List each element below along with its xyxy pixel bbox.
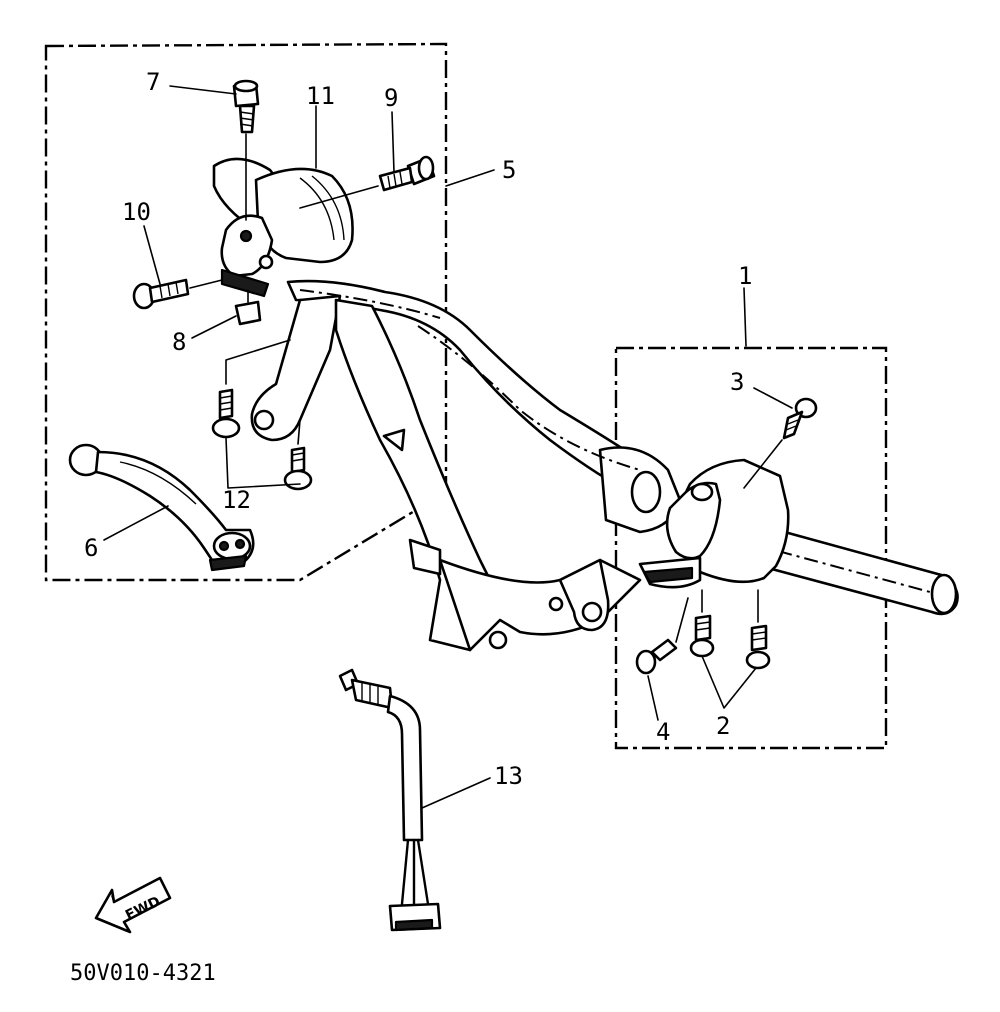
screw-10 — [132, 278, 223, 310]
leader-lines — [103, 85, 793, 809]
left-assembly-boundary — [44, 42, 448, 582]
callout-13: 13 — [494, 762, 523, 790]
callout-7: 7 — [146, 68, 160, 96]
handlebar-frame — [250, 279, 682, 652]
throttle-grip — [699, 526, 959, 616]
right-lever-holder — [638, 458, 790, 589]
callout-labels: 1 2 3 4 5 6 7 8 9 10 11 12 13 — [84, 68, 752, 790]
left-lever-holder — [212, 157, 354, 298]
callout-4: 4 — [656, 718, 670, 746]
callout-1: 1 — [738, 262, 752, 290]
screw-3 — [743, 397, 818, 489]
drawing-code: 50V010-4321 — [70, 961, 216, 986]
brake-switch-13 — [338, 668, 442, 932]
callout-11: 11 — [306, 82, 335, 110]
callout-2: 2 — [716, 712, 730, 740]
right-assembly-boundary — [614, 346, 888, 750]
callout-3: 3 — [730, 368, 744, 396]
callout-10: 10 — [122, 198, 151, 226]
callout-6: 6 — [84, 534, 98, 562]
bolts-12 — [211, 339, 313, 491]
callout-9: 9 — [384, 84, 398, 112]
bolt-9 — [299, 155, 436, 209]
screw-4 — [635, 597, 689, 675]
bolts-2 — [689, 589, 771, 670]
nut-8 — [234, 289, 262, 326]
callout-12: 12 — [222, 486, 251, 514]
callout-5: 5 — [502, 156, 516, 184]
brake-lever-6 — [68, 443, 255, 572]
callout-8: 8 — [172, 328, 186, 356]
forward-direction-arrow: FWD — [94, 876, 172, 934]
screw-7 — [232, 79, 260, 221]
